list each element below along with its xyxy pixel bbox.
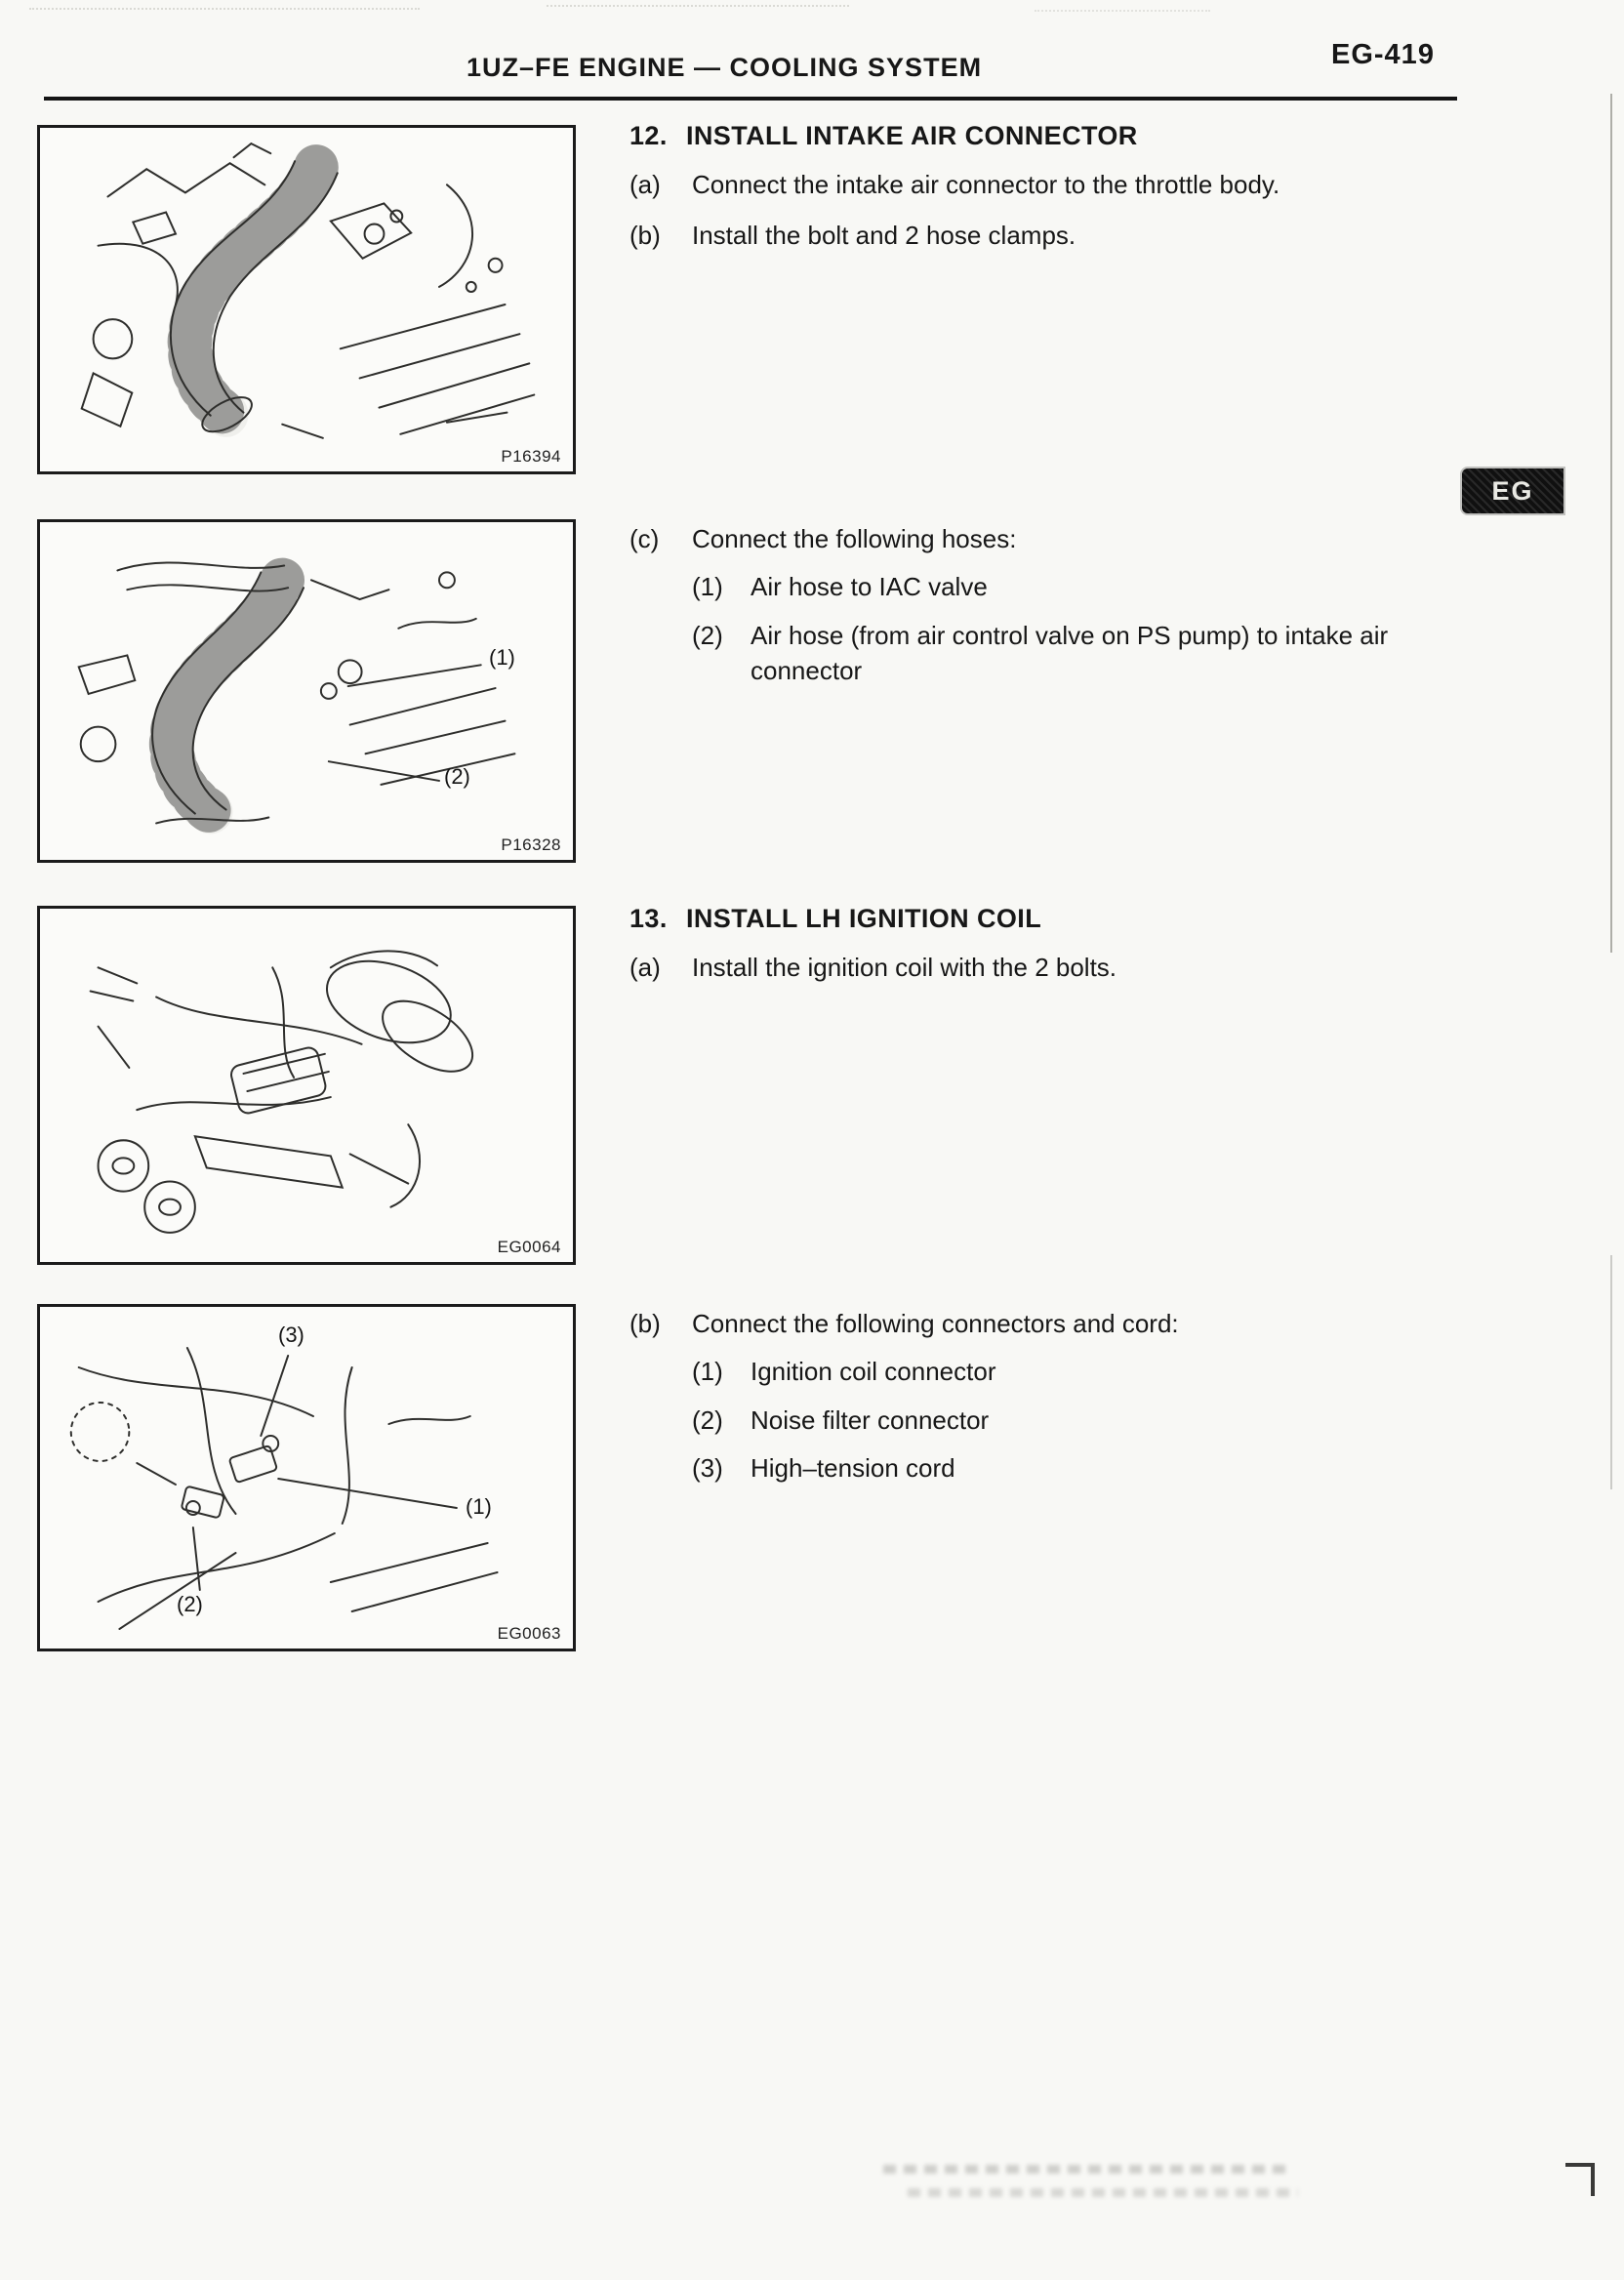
header-rule [44, 97, 1457, 101]
substep-text: Ignition coil connector [751, 1357, 996, 1387]
eg-section-tab: EG [1462, 468, 1563, 513]
section-title: INSTALL LH IGNITION COIL [686, 904, 1042, 933]
substep-label: (3) [692, 1453, 723, 1484]
step-body: Connect the following connectors and cor… [692, 1306, 1461, 1486]
substep-text: Air hose to IAC valve [751, 572, 988, 602]
step-text: Connect the following hoses: [692, 524, 1017, 553]
scan-smudge [908, 2188, 1298, 2197]
section-12-step-c: (c) Connect the following hoses: (1) Air… [629, 521, 1461, 689]
section-heading: 13. INSTALL LH IGNITION COIL [629, 904, 1461, 934]
substep-text: Noise filter connector [751, 1405, 990, 1435]
step-row: (b) Connect the following connectors and… [629, 1306, 1461, 1486]
step-text: Connect the following connectors and cor… [692, 1309, 1179, 1338]
figure-code: EG0063 [494, 1624, 564, 1644]
scan-smudge [883, 2165, 1288, 2174]
step-label: (c) [629, 524, 660, 553]
scan-corner-mark [1565, 2163, 1595, 2196]
callout-1-label: (1) [489, 645, 515, 670]
callout-3-label: (3) [278, 1323, 304, 1347]
section-12: 12. INSTALL INTAKE AIR CONNECTOR (a) Con… [629, 121, 1461, 254]
substep-label: (1) [692, 1357, 723, 1387]
section-title: INSTALL INTAKE AIR CONNECTOR [686, 121, 1138, 150]
callout-2-label: (2) [444, 764, 470, 789]
figure-code: P16328 [498, 835, 564, 855]
figure-code: P16394 [498, 447, 564, 467]
step-text: Install the bolt and 2 hose clamps. [692, 221, 1076, 251]
substep-row: (1) Air hose to IAC valve [692, 569, 1461, 604]
engine-line-drawing [80, 142, 536, 439]
step-row: (a) Install the ignition coil with the 2… [629, 950, 1461, 985]
page-edge-line [1610, 1255, 1612, 1489]
figure-ignition-coil: EG0064 [37, 906, 576, 1265]
substep-text: Air hose (from air control valve on PS p… [751, 620, 1389, 686]
substep-label: (2) [692, 1405, 723, 1435]
section-13: 13. INSTALL LH IGNITION COIL (a) Install… [629, 904, 1461, 985]
section-number: 13. [629, 904, 668, 933]
engine-line-drawing [77, 557, 516, 835]
substep-row: (3) High–tension cord [692, 1450, 1461, 1486]
engine-line-drawing [89, 950, 474, 1234]
step-text: Connect the intake air connector to the … [692, 170, 1280, 199]
substep-text: High–tension cord [751, 1453, 955, 1484]
scan-speckle [29, 8, 420, 10]
step-row: (b) Install the bolt and 2 hose clamps. [629, 218, 1461, 253]
page-header-title: 1UZ–FE ENGINE — COOLING SYSTEM [467, 53, 983, 82]
callout-2-label: (2) [177, 1592, 203, 1616]
substep-row: (1) Ignition coil connector [692, 1354, 1461, 1389]
step-text: Install the ignition coil with the 2 bol… [692, 953, 1117, 982]
engine-line-drawing [69, 1347, 499, 1630]
step-row: (c) Connect the following hoses: (1) Air… [629, 521, 1461, 689]
figure-coil-connectors: (3) (1) (2) EG0063 [37, 1304, 576, 1651]
step-label: (b) [629, 1309, 661, 1338]
figure-code: EG0064 [494, 1238, 564, 1257]
figure-intake-air-connector: P16394 [37, 125, 576, 474]
scan-speckle [547, 5, 849, 7]
step-row: (a) Connect the intake air connector to … [629, 167, 1461, 202]
callout-1-label: (1) [466, 1494, 492, 1519]
step-label: (a) [629, 953, 661, 982]
scan-speckle [1035, 10, 1210, 12]
substep-label: (2) [692, 620, 723, 650]
section-number: 12. [629, 121, 668, 150]
substep-row: (2) Air hose (from air control valve on … [692, 618, 1461, 689]
step-label: (b) [629, 221, 661, 251]
section-heading: 12. INSTALL INTAKE AIR CONNECTOR [629, 121, 1461, 151]
page-edge-line [1610, 94, 1612, 953]
substep-row: (2) Noise filter connector [692, 1403, 1461, 1438]
substep-label: (1) [692, 572, 723, 602]
section-13-step-b: (b) Connect the following connectors and… [629, 1306, 1461, 1486]
page-number: EG-419 [1331, 39, 1435, 70]
figure-hose-connections: (1) (2) P16328 [37, 519, 576, 863]
step-label: (a) [629, 170, 661, 199]
step-body: Connect the following hoses: (1) Air hos… [692, 521, 1461, 689]
